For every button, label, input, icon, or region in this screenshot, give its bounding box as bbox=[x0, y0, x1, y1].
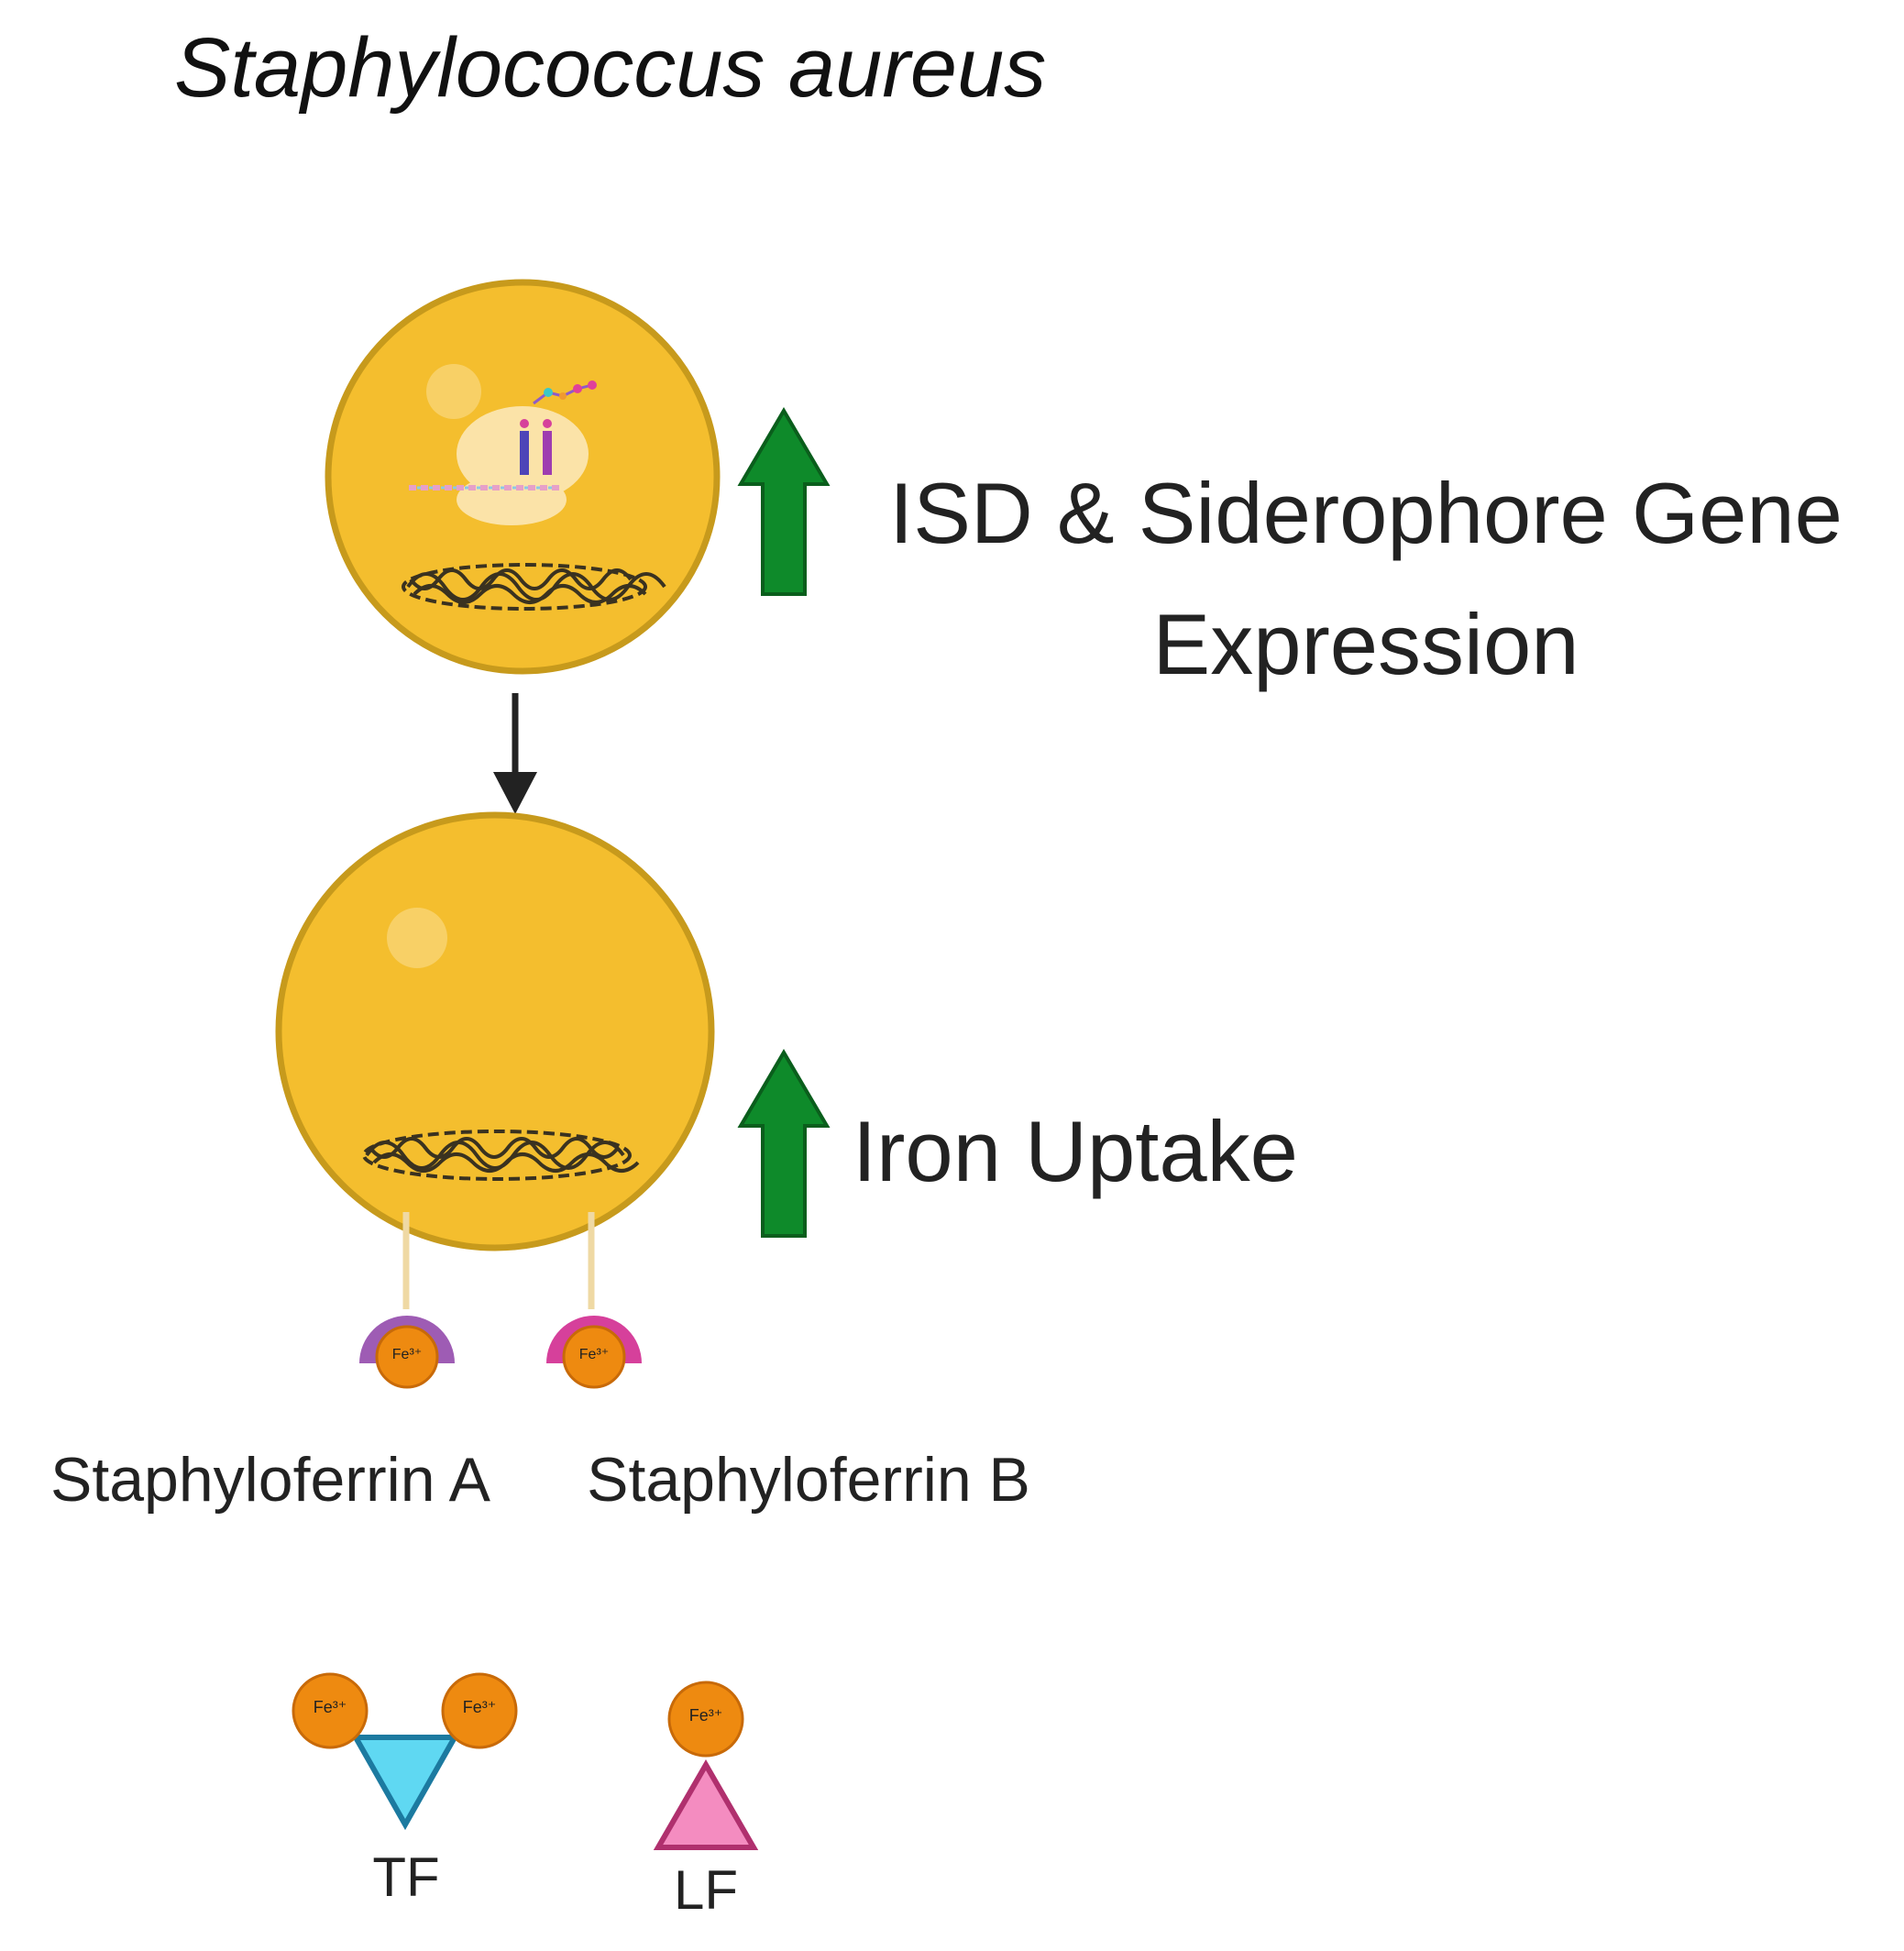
iron-ion-label: Fe³⁺ bbox=[392, 1347, 422, 1362]
iron-ion-label: Fe³⁺ bbox=[579, 1347, 609, 1362]
ribosome-icon bbox=[409, 380, 597, 525]
green-up-arrow-icon bbox=[737, 1049, 831, 1238]
staphyloferrin-b-label: Staphyloferrin B bbox=[587, 1445, 1030, 1515]
bacterial-cell-bottom bbox=[275, 811, 715, 1251]
staphyloferrin-b: Fe³⁺ bbox=[546, 1316, 642, 1389]
lactoferrin-icon: Fe³⁺ bbox=[653, 1681, 759, 1850]
iron-ion-label: Fe³⁺ bbox=[314, 1698, 347, 1716]
iron-ion-icon bbox=[562, 1325, 626, 1389]
staphyloferrin-a: Fe³⁺ bbox=[359, 1316, 455, 1389]
expression-label-line1: ISD & Siderophore Gene bbox=[889, 465, 1843, 561]
iron-ion-icon bbox=[667, 1681, 744, 1758]
green-up-arrow-icon bbox=[737, 407, 831, 596]
iron-ion-icon bbox=[292, 1672, 369, 1749]
expression-label-line2: Expression bbox=[1153, 596, 1579, 692]
iron-ion-label: Fe³⁺ bbox=[463, 1698, 497, 1716]
staphyloferrin-a-label: Staphyloferrin A bbox=[50, 1445, 491, 1515]
diagram-title: Staphylococcus aureus bbox=[174, 21, 1046, 115]
dna-nucleoid-icon bbox=[402, 563, 666, 611]
iron-ion-label: Fe³⁺ bbox=[689, 1706, 723, 1725]
iron-uptake-label: Iron Uptake bbox=[853, 1103, 1298, 1199]
dna-nucleoid-icon bbox=[362, 1130, 640, 1181]
bacterial-cell-top bbox=[325, 279, 721, 675]
lf-label: LF bbox=[674, 1859, 738, 1921]
down-arrow-icon bbox=[493, 693, 537, 814]
transferrin-icon: Fe³⁺ Fe³⁺ bbox=[292, 1672, 518, 1831]
iron-ion-icon bbox=[441, 1672, 518, 1749]
iron-ion-icon bbox=[375, 1325, 439, 1389]
tf-label: TF bbox=[372, 1846, 439, 1908]
